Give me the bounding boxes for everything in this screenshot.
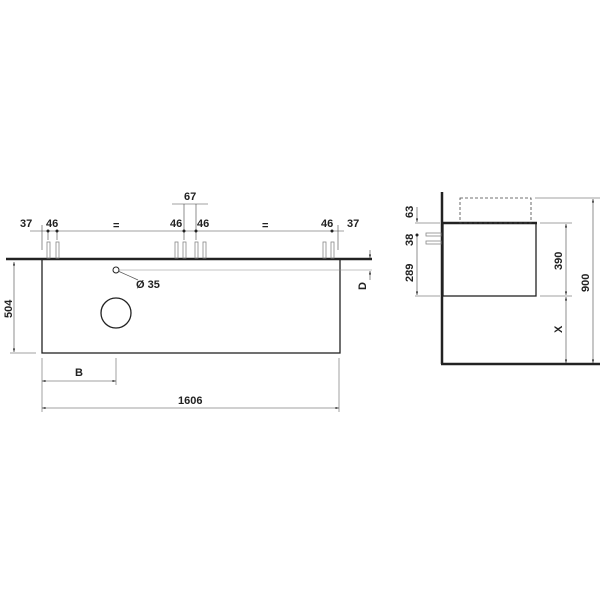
dim-gap1: = <box>113 220 119 232</box>
dim-depth: D <box>357 282 369 290</box>
dim-conn3: 46 <box>197 218 209 230</box>
dim-right-edge: 37 <box>347 218 359 230</box>
dim-cabinet: 390 <box>553 252 565 270</box>
dim-conn2: 46 <box>170 218 182 230</box>
dim-conn4: 46 <box>321 218 333 230</box>
dim-conn1: 46 <box>46 218 58 230</box>
basin-dashed <box>459 197 532 224</box>
countertop-outline <box>41 258 341 354</box>
dim-width: 1606 <box>178 395 202 407</box>
dim-top: 63 <box>404 206 416 218</box>
front-view: 37 46 = 46 67 46 = 46 37 504 Ø 35 D B 16… <box>3 191 372 412</box>
drain-hole <box>100 297 132 329</box>
dim-center: 67 <box>184 191 196 203</box>
dim-left-edge: 37 <box>20 218 32 230</box>
dim-lower: 289 <box>404 264 416 282</box>
dim-gap2: = <box>262 220 268 232</box>
side-view: 63 38 289 390 X 900 <box>404 192 600 366</box>
cabinet <box>442 222 537 297</box>
dim-offset-b: B <box>75 367 83 379</box>
dim-hole: Ø 35 <box>136 279 160 291</box>
dim-total: 900 <box>580 274 592 292</box>
dim-floor: X <box>553 325 565 333</box>
connectors <box>46 241 335 259</box>
dim-height: 504 <box>3 299 15 318</box>
dim-conn: 38 <box>404 234 416 246</box>
